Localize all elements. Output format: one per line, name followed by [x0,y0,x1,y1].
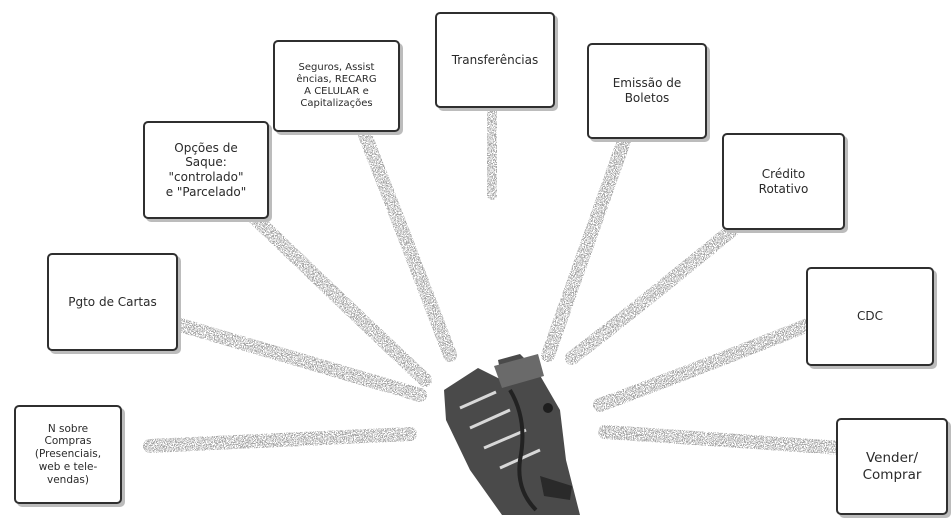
node-vender-label: Vender/ Comprar [862,450,922,483]
node-opcoes: Opções de Saque: "controlado" e "Parcela… [143,121,269,219]
hand-holding-card-icon [444,354,580,515]
node-cdc-label: CDC [857,309,883,324]
node-compras: N sobre Compras (Presenciais, web e tele… [14,405,122,504]
node-transferencias-label: Transferências [451,52,539,67]
node-seguros: Seguros, Assist ências, RECARG A CELULAR… [273,40,400,132]
connector-cdc [593,318,815,412]
node-boletos-label: Emissão de Boletos [612,76,682,105]
connector-boletos [541,131,632,362]
node-cartoes-label: Pgto de Cartas [68,294,157,309]
node-compras-label: N sobre Compras (Presenciais, web e tele… [34,422,102,486]
node-cartoes: Pgto de Cartas [47,253,178,351]
connector-credito [565,208,757,365]
node-boletos: Emissão de Boletos [587,43,707,139]
node-opcoes-label: Opções de Saque: "controlado" e "Parcela… [165,140,247,199]
connector-cartoes [173,318,427,402]
node-vender: Vender/ Comprar [836,418,948,515]
connector-seguros [358,128,457,362]
node-transferencias: Transferências [435,12,555,108]
node-credito: Crédito Rotativo [722,133,845,230]
node-seguros-label: Seguros, Assist ências, RECARG A CELULAR… [296,61,377,110]
connector-opcoes [248,211,432,387]
node-credito-label: Crédito Rotativo [758,166,809,196]
connector-vender [598,425,849,455]
connector-compras [143,427,417,453]
node-cdc: CDC [806,267,934,366]
